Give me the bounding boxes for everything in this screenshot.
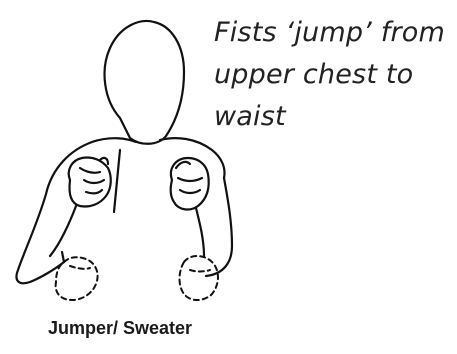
left-fist-icon bbox=[69, 157, 111, 206]
right-forearm-inner bbox=[196, 208, 204, 256]
left-forearm-inner bbox=[50, 206, 76, 262]
sign-instruction-text: Fists ‘jump’ from upper chest to waist bbox=[214, 12, 454, 138]
right-fist-icon bbox=[171, 158, 209, 209]
instruction-line: upper chest to bbox=[214, 54, 454, 96]
torso-line bbox=[114, 150, 120, 212]
instruction-line: Fists ‘jump’ from bbox=[214, 12, 454, 54]
head-outline bbox=[105, 21, 184, 144]
sign-caption: Jumper/ Sweater bbox=[48, 318, 192, 339]
shoulder-line bbox=[92, 138, 225, 178]
left-arm-outline bbox=[17, 142, 93, 283]
instruction-line: waist bbox=[214, 96, 454, 138]
left-fist-waist-dashed-icon bbox=[56, 257, 98, 300]
right-fist-waist-dashed-icon bbox=[180, 256, 219, 300]
